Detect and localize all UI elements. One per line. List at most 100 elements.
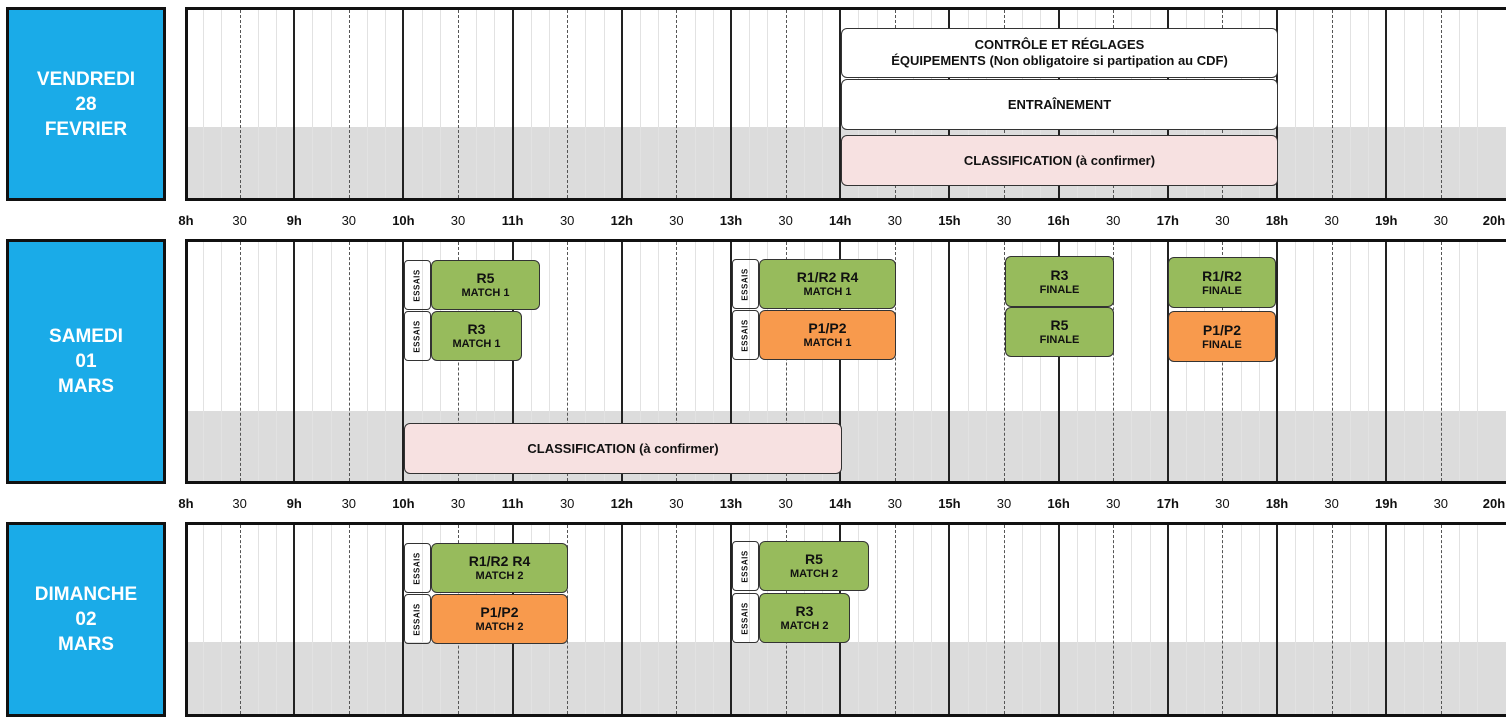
grid-minor-line xyxy=(1313,525,1315,714)
event-title: R1/R2 R4 xyxy=(468,553,531,569)
axis-half-label: 30 xyxy=(887,496,903,511)
event-title: R3 xyxy=(467,321,486,337)
grid-minor-line xyxy=(476,10,478,198)
axis-hour-label: 11h xyxy=(501,213,524,228)
essais-block: ESSAIS xyxy=(404,311,431,361)
grid-minor-line xyxy=(1422,10,1424,198)
grid-minor-line xyxy=(494,242,496,481)
grid-half-hour-line xyxy=(567,242,569,481)
grid-minor-line xyxy=(967,242,969,481)
grid-hour-line xyxy=(511,242,514,481)
essais-block: ESSAIS xyxy=(732,541,759,591)
grid-minor-line xyxy=(1076,525,1078,714)
event-classification-friday: CLASSIFICATION (à confirmer) xyxy=(841,135,1278,186)
axis-hour-label: 16h xyxy=(1047,213,1070,228)
grid-minor-line xyxy=(712,525,714,714)
grid-minor-line xyxy=(658,10,660,198)
grid-minor-line xyxy=(203,10,205,198)
grid-minor-line xyxy=(203,242,205,481)
axis-hour-label: 9h xyxy=(286,496,302,511)
grid-hour-line xyxy=(1166,525,1169,714)
axis-half-label: 30 xyxy=(778,496,793,511)
axis-half-label: 30 xyxy=(450,213,466,228)
grid-minor-line xyxy=(858,525,860,714)
grid-half-hour-line xyxy=(1331,242,1333,481)
event-subtitle: MATCH 2 xyxy=(475,621,524,633)
grid-minor-line xyxy=(658,242,660,481)
grid-minor-line xyxy=(276,525,277,714)
grid-minor-line xyxy=(1131,242,1133,481)
axis-hour-label: 20h xyxy=(1482,496,1506,511)
grid-minor-line xyxy=(694,242,696,481)
grid-minor-line xyxy=(767,10,769,198)
event-r5-match1: R5 MATCH 1 xyxy=(431,260,540,310)
axis-hour-label: 14h xyxy=(828,496,852,511)
grid-half-hour-line xyxy=(1004,242,1005,481)
grid-minor-line xyxy=(1149,242,1151,481)
grid-minor-line xyxy=(1368,525,1369,714)
grid-minor-line xyxy=(257,10,259,198)
event-p1p2-match1: P1/P2 MATCH 1 xyxy=(759,310,896,360)
event-p1p2-match2: P1/P2 MATCH 2 xyxy=(431,594,568,644)
axis-half-label: 30 xyxy=(232,213,247,228)
event-r1r2-finale: R1/R2 FINALE xyxy=(1168,257,1276,308)
grid-minor-line xyxy=(330,10,332,198)
axis-hour-label: 17h xyxy=(1156,496,1179,511)
grid-minor-line xyxy=(1349,242,1351,481)
grid-minor-line xyxy=(585,10,587,198)
essais-block: ESSAIS xyxy=(404,543,431,593)
grid-hour-line xyxy=(293,10,296,198)
grid-half-hour-line xyxy=(1440,242,1442,481)
axis-half-label: 30 xyxy=(669,496,684,511)
grid-half-hour-line xyxy=(1222,525,1224,714)
axis-half-label: 30 xyxy=(1433,213,1449,228)
event-title: CONTRÔLE ET RÉGLAGES xyxy=(974,37,1145,52)
grid-minor-line xyxy=(1477,525,1479,714)
grid-minor-line xyxy=(1022,242,1024,481)
axis-hour-label: 10h xyxy=(392,496,415,511)
grid-hour-line xyxy=(730,10,732,198)
axis-hour-label: 10h xyxy=(392,213,415,228)
grid-hour-line xyxy=(402,242,405,481)
grid-minor-line xyxy=(439,242,441,481)
axis-hour-label: 19h xyxy=(1374,496,1398,511)
grid-hour-line xyxy=(839,242,842,481)
grid-hour-line xyxy=(1276,525,1278,714)
day-month: FEVRIER xyxy=(44,118,128,140)
grid-minor-line xyxy=(1131,525,1133,714)
grid-minor-line xyxy=(603,242,605,481)
event-subtitle: MATCH 1 xyxy=(452,338,501,350)
grid-minor-line xyxy=(767,242,769,481)
event-r5-finale: R5 FINALE xyxy=(1005,307,1114,357)
grid-minor-line xyxy=(312,525,314,714)
grid-minor-line xyxy=(421,525,423,714)
grid-minor-line xyxy=(1076,242,1078,481)
axis-hour-label: 18h xyxy=(1265,213,1289,228)
grid-minor-line xyxy=(494,10,496,198)
event-title: R3 xyxy=(795,603,814,619)
day-name: VENDREDI xyxy=(36,68,136,90)
axis-half-label: 30 xyxy=(559,496,575,511)
axis-hour-label: 11h xyxy=(501,496,524,511)
grid-hour-line xyxy=(511,10,514,198)
grid-minor-line xyxy=(476,242,478,481)
grid-minor-line xyxy=(658,525,660,714)
grid-hour-line xyxy=(293,525,296,714)
event-title: CLASSIFICATION (à confirmer) xyxy=(963,152,1156,168)
grid-hour-line xyxy=(1385,10,1388,198)
axis-half-label: 30 xyxy=(1105,213,1121,228)
grid-minor-line xyxy=(1477,242,1479,481)
grid-minor-line xyxy=(585,525,587,714)
grid-minor-line xyxy=(1258,525,1260,714)
axis-half-label: 30 xyxy=(887,213,903,228)
grid-half-hour-line xyxy=(785,10,787,198)
axis-hour-label: 17h xyxy=(1156,213,1179,228)
event-title: P1/P2 xyxy=(480,604,519,620)
grid-minor-line xyxy=(1404,10,1406,198)
grid-hour-line xyxy=(402,525,405,714)
axis-hour-label: 15h xyxy=(938,213,961,228)
event-r3-match1: R3 MATCH 1 xyxy=(431,311,522,361)
event-subtitle: MATCH 2 xyxy=(780,620,829,632)
event-subtitle: FINALE xyxy=(1202,284,1242,297)
